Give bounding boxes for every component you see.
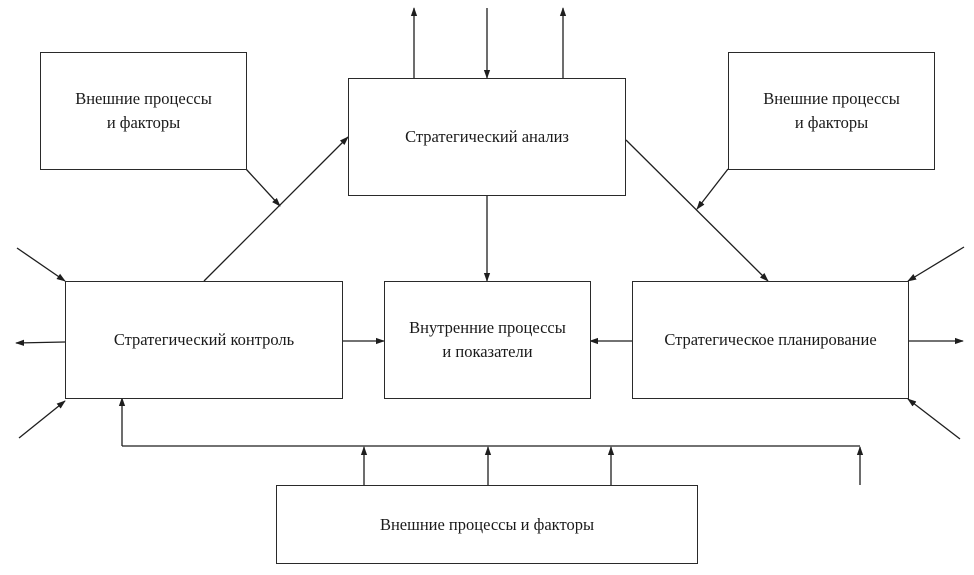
strategic-control-box: Стратегический контроль	[65, 281, 343, 399]
analysis-to-planning-arrow	[625, 139, 769, 282]
control-output-arrow	[15, 339, 66, 347]
strategic-analysis-label: Стратегический анализ	[405, 127, 569, 147]
strategic-control-label: Стратегический контроль	[113, 330, 295, 350]
control-input-arrow-top	[16, 247, 66, 282]
planning-input-arrow-bottom	[907, 398, 961, 440]
external-factors-bottom-box: Внешние процессы и факторы	[276, 485, 698, 564]
external-factors-top-left-label: Внешние процессы и факторы	[75, 89, 212, 132]
strategic-analysis-box: Стратегический анализ	[348, 78, 626, 196]
internal-processes-box: Внутренние процессы и показатели	[384, 281, 591, 399]
strategic-planning-label: Стратегическое планирование	[664, 330, 877, 350]
external-factors-top-left-box: Внешние процессы и факторы	[40, 52, 247, 170]
external-factors-top-right-label: Внешние процессы и факторы	[763, 89, 900, 132]
external-left-influence-arrow	[245, 168, 281, 207]
strategic-planning-box: Стратегическое планирование	[632, 281, 909, 399]
control-input-arrow-bottom	[18, 400, 66, 439]
external-factors-top-right-box: Внешние процессы и факторы	[728, 52, 935, 170]
external-right-influence-arrow	[696, 168, 729, 210]
external-factors-bottom-label: Внешние процессы и факторы	[379, 514, 595, 534]
planning-input-arrow-top	[907, 246, 965, 282]
internal-processes-label: Внутренние процессы и показатели	[409, 318, 566, 361]
control-to-analysis-arrow	[203, 136, 349, 282]
